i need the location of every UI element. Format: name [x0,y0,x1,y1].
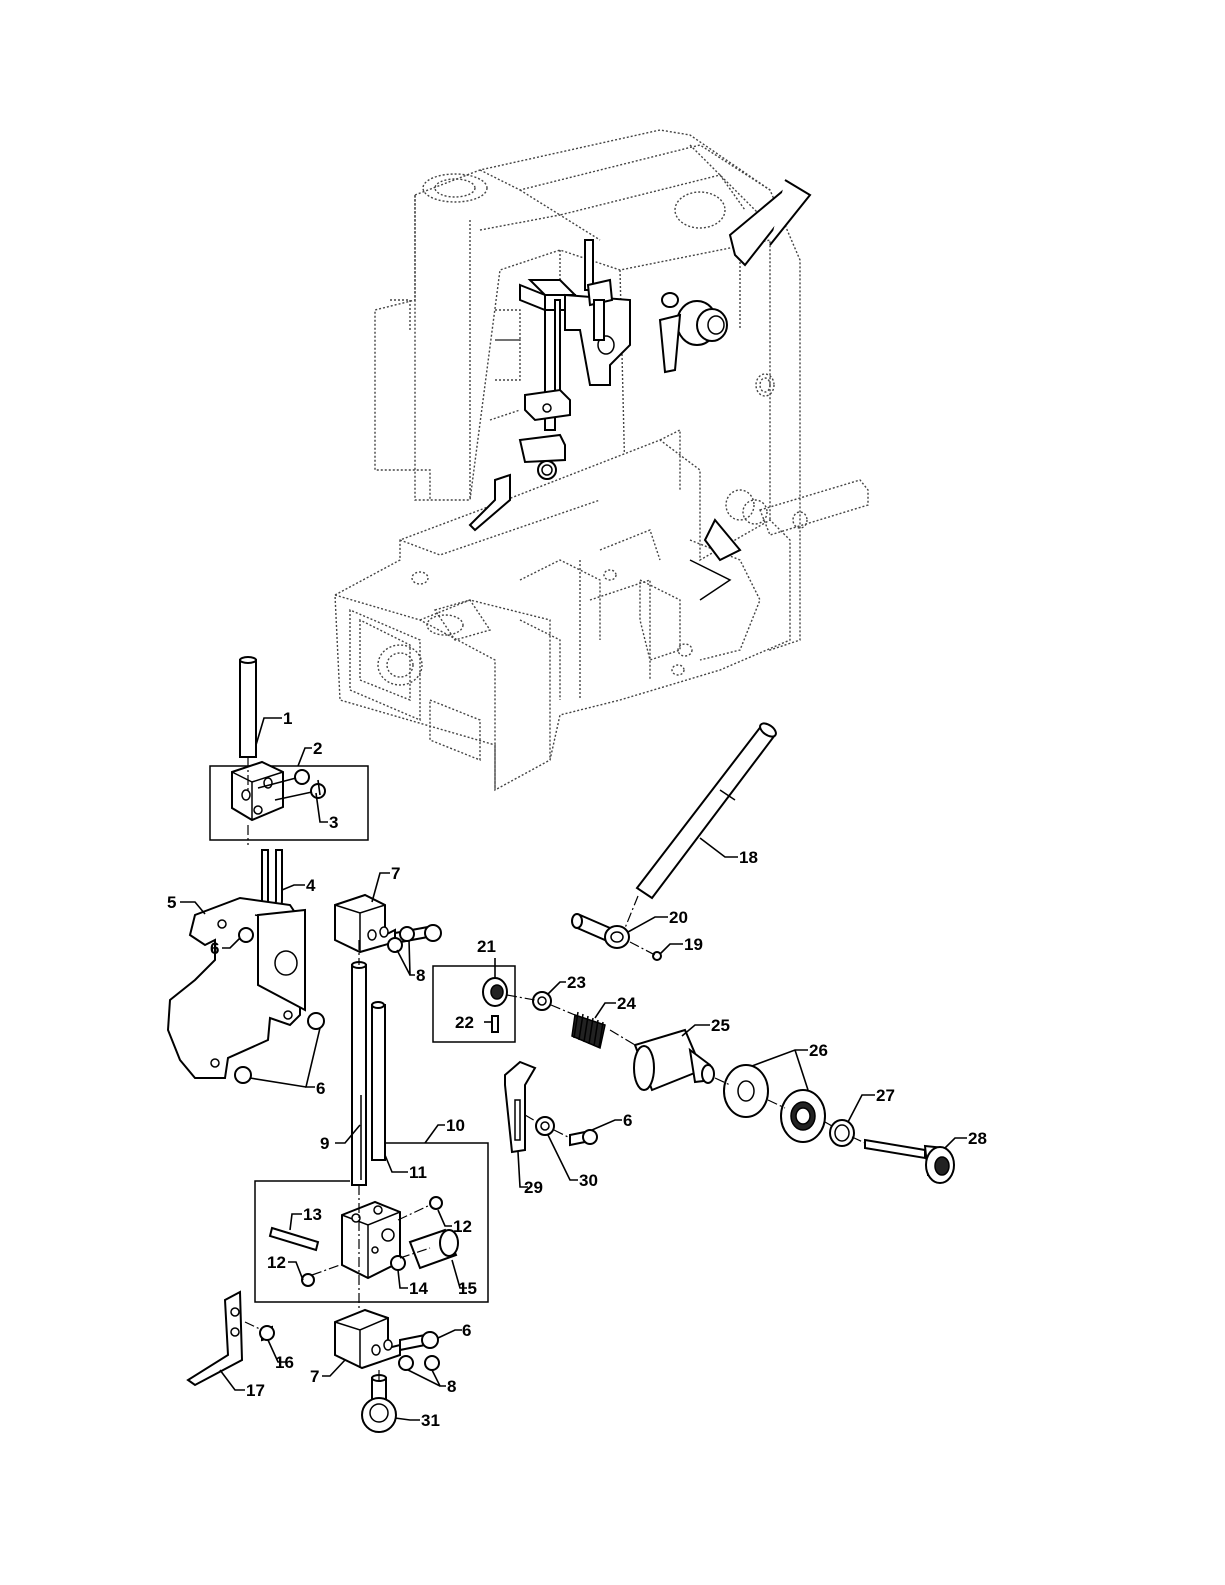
callout-21: 21 [477,937,496,956]
part-13-pin [270,1228,318,1250]
callout-8: 8 [416,966,425,985]
part-25-tension-disc-holder [634,1030,714,1090]
callout-9: 9 [320,1134,329,1153]
assembly-center-lines [245,757,865,1380]
callout-3: 3 [329,813,338,832]
callout-12: 12 [267,1253,286,1272]
part-6-screw-bracket [570,1130,597,1145]
callout-19: 19 [684,935,703,954]
part-5-thread-guide-plate [168,898,305,1078]
callout-15: 15 [458,1279,477,1298]
callout-16: 16 [275,1353,294,1372]
callout-leaders [180,718,967,1420]
callout-17: 17 [246,1381,265,1400]
callout-18: 18 [739,848,758,867]
callout-7: 7 [310,1367,319,1386]
part-31-thread-eyelet [362,1375,396,1432]
callout-23: 23 [567,973,586,992]
part-9-rod [352,962,366,1185]
callout-6: 6 [316,1079,325,1098]
callout-31: 31 [421,1411,440,1430]
callout-labels: 1 2 3 4 5 6 6 6 6 7 7 8 8 9 10 11 12 12 … [167,709,987,1430]
part-30-washer [536,1117,554,1135]
part-27-collar [830,1120,854,1146]
callout-7: 7 [391,864,400,883]
callout-6: 6 [462,1321,471,1340]
callout-6: 6 [210,939,219,958]
callout-29: 29 [524,1178,543,1197]
callout-25: 25 [711,1016,730,1035]
part-7-lower-block [335,1310,400,1368]
callout-1: 1 [283,709,292,728]
part-6-screw-lower [400,1332,438,1350]
part-15-sleeve [410,1230,458,1268]
callout-10: 10 [446,1116,465,1135]
callout-11: 11 [409,1163,427,1182]
part-8-set-screws-lower [399,1356,439,1370]
callout-22: 22 [455,1013,474,1032]
part-2-guide-block [232,762,283,820]
machine-body-ghost [335,130,868,790]
callout-28: 28 [968,1129,987,1148]
part-7-upper-block [335,895,395,952]
part-29-bracket [505,1062,535,1152]
callout-2: 2 [313,739,322,758]
callout-12: 12 [453,1217,472,1236]
callout-26: 26 [809,1041,828,1060]
part-28-tension-nut [865,1140,954,1183]
callout-30: 30 [579,1171,598,1190]
callout-20: 20 [669,908,688,927]
part-23-washer [533,992,551,1010]
callout-4: 4 [306,876,316,895]
callout-13: 13 [303,1205,322,1224]
part-16-screw [260,1326,274,1340]
part-24-spring [572,1012,605,1048]
part-21-tension-stud [483,978,507,1006]
callout-8: 8 [447,1377,456,1396]
callout-24: 24 [617,994,636,1013]
part-20-rod-holder [572,914,629,948]
part-18-thread-rod [637,721,778,898]
callout-27: 27 [876,1086,895,1105]
part-11-rod [372,1002,385,1160]
callout-6: 6 [623,1111,632,1130]
callout-14: 14 [409,1279,428,1298]
part-14-screw [391,1256,405,1270]
part-17-thread-guide [188,1292,242,1385]
part-1-thread-guide-pin [240,657,256,757]
callout-5: 5 [167,893,176,912]
part-22-pin [492,1016,498,1032]
